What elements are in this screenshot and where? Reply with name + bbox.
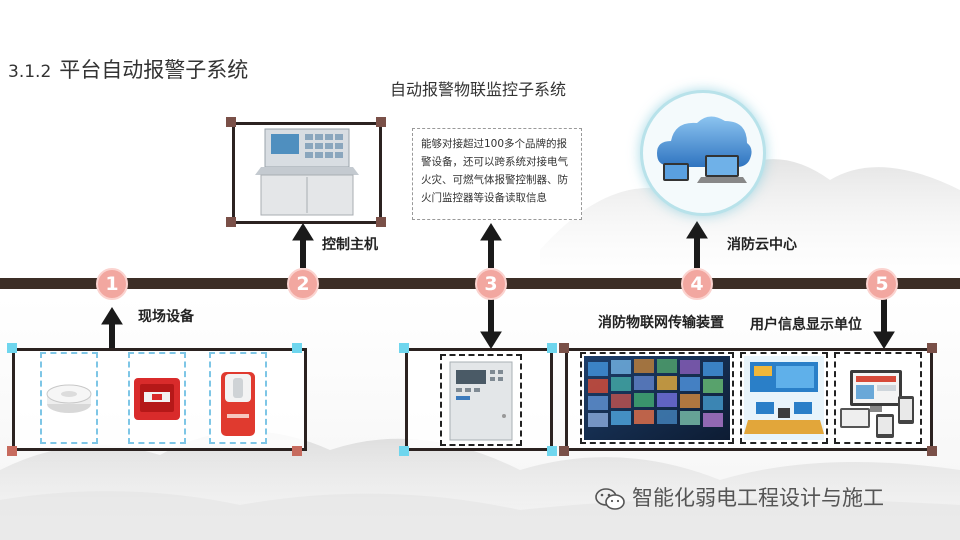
device-box-smoke-detector [40, 352, 98, 444]
device-box-manual-call-point [128, 352, 186, 444]
node-4: 4 [681, 268, 713, 300]
corner-marker [7, 446, 17, 456]
cloud-center-circle [640, 90, 766, 216]
manual-alarm-button-icon [134, 378, 180, 420]
monitoring-center-box [740, 352, 828, 444]
video-wall-box [580, 352, 734, 444]
smoke-detector-icon [46, 384, 92, 413]
corner-marker [927, 446, 937, 456]
node-1: 1 [96, 268, 128, 300]
corner-marker [226, 117, 236, 127]
user-devices-box [834, 352, 922, 444]
subsystem-title: 自动报警物联监控子系统 [390, 80, 567, 99]
corner-marker [559, 446, 569, 456]
section-title: 3.1.2 平台自动报警子系统 [8, 54, 248, 84]
node-5: 5 [866, 268, 898, 300]
description-box: 能够对接超过100多个品牌的报警设备，还可以跨系统对接电气火灾、可燃气体报警控制… [412, 128, 582, 220]
corner-marker [7, 343, 17, 353]
corner-marker [559, 343, 569, 353]
corner-marker [547, 343, 557, 353]
label-control-host: 控制主机 [322, 237, 378, 253]
arrow-up-3 [480, 223, 502, 241]
corner-marker [399, 343, 409, 353]
section-number: 3.1.2 [8, 62, 52, 82]
corner-marker [376, 117, 386, 127]
corner-marker [292, 446, 302, 456]
node-2: 2 [287, 268, 319, 300]
iot-transmission-device-icon [449, 361, 513, 441]
transmission-device-box [440, 354, 522, 446]
arrow-up-1 [101, 307, 123, 325]
cloud-computing-icon [657, 116, 752, 183]
video-wall-icon [584, 356, 730, 440]
corner-marker [927, 343, 937, 353]
section-title-text: 平台自动报警子系统 [59, 58, 249, 82]
label-user-display: 用户信息显示单位 [750, 317, 862, 333]
arrow-down-3 [480, 331, 502, 349]
arrow-down-5 [873, 331, 895, 349]
watermark: 智能化弱电工程设计与施工 [594, 482, 884, 512]
corner-marker [547, 446, 557, 456]
corner-marker [292, 343, 302, 353]
label-transmission-device: 消防物联网传输装置 [598, 315, 724, 331]
arrow-up-2 [292, 223, 314, 241]
label-cloud-center: 消防云中心 [727, 237, 797, 253]
node-3: 3 [475, 268, 507, 300]
corner-marker [226, 217, 236, 227]
corner-marker [376, 217, 386, 227]
device-box-sound-light-alarm [209, 352, 267, 444]
corner-marker [399, 446, 409, 456]
sound-light-alarm-icon [221, 372, 255, 436]
monitoring-center-icon [744, 356, 824, 440]
fire-control-cabinet-icon [255, 128, 359, 216]
multi-device-icon [840, 370, 914, 438]
arrow-up-4 [686, 221, 708, 239]
label-field-devices: 现场设备 [138, 309, 194, 325]
watermark-text: 智能化弱电工程设计与施工 [632, 486, 884, 510]
control-host-frame [232, 122, 382, 224]
wechat-icon [595, 488, 625, 510]
